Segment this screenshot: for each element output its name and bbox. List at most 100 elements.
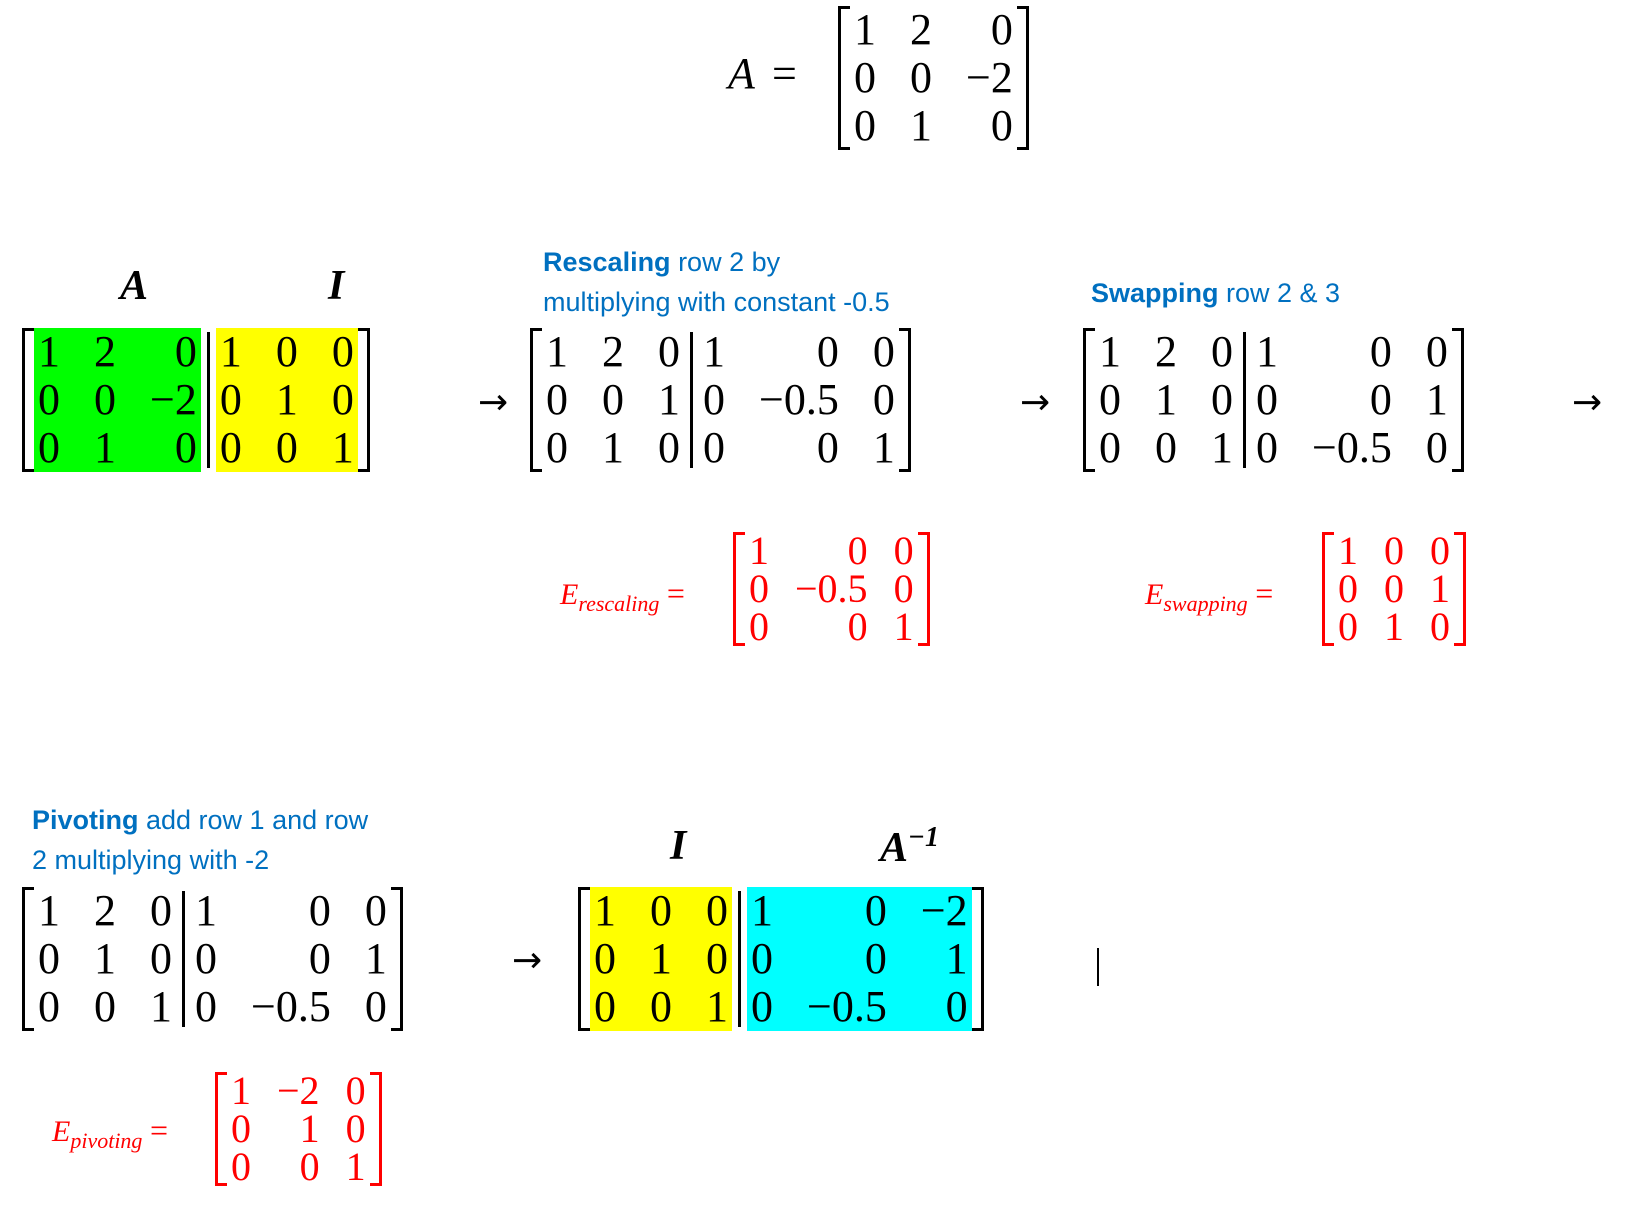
matrix-cell: 1 — [910, 101, 932, 150]
matrix-cell: 0 — [893, 528, 914, 573]
matrix-cell: −0.5 — [795, 566, 868, 611]
matrix-cell: 1 — [1211, 423, 1233, 472]
left-bracket — [1322, 532, 1334, 646]
matrix-cell: 0 — [703, 375, 725, 424]
matrix-cell: 2 — [602, 327, 624, 376]
label-i-final: I — [670, 823, 687, 869]
matrix-cell: 0 — [275, 423, 298, 472]
e-symbol: E — [52, 1115, 71, 1148]
matrix-cell: 0 — [38, 423, 60, 472]
swapping-bold: Swapping — [1091, 278, 1219, 308]
matrix-cell: 2 — [94, 327, 116, 376]
right-bracket — [369, 1072, 382, 1186]
matrix-cell: 1 — [1338, 528, 1358, 573]
matrix-cell: 1 — [364, 934, 387, 983]
matrix-cell: 1 — [195, 886, 217, 935]
left-bracket — [22, 887, 34, 1031]
label-a: A — [120, 263, 149, 309]
matrix-cell: 0 — [658, 327, 680, 376]
e-subscript: pivoting — [70, 1128, 143, 1153]
augment-divider — [1243, 332, 1246, 468]
matrix-cell: 0 — [331, 327, 354, 376]
matrix-cell: 0 — [308, 886, 331, 935]
matrix-cell: −0.5 — [251, 982, 331, 1031]
matrix-cell: 0 — [1211, 327, 1233, 376]
arrow-icon: → — [1020, 382, 1051, 423]
right-bracket — [1451, 328, 1464, 472]
matrix-cell: 2 — [94, 886, 116, 935]
arrow-icon: → — [478, 382, 509, 423]
matrix-cell: 1 — [706, 982, 728, 1031]
matrix-cell: 0 — [150, 934, 172, 983]
arrow-icon: → — [512, 940, 543, 981]
matrix-cell: 1 — [345, 1144, 366, 1189]
matrix-cell: 0 — [847, 604, 868, 649]
swapping-note: Swapping row 2 & 3 — [1091, 273, 1340, 313]
matrix-cell: 0 — [1430, 528, 1450, 573]
matrix-cell: 0 — [331, 375, 354, 424]
matrix-cell: 1 — [1155, 375, 1177, 424]
left-bracket — [22, 328, 34, 472]
matrix-cell: 0 — [38, 375, 60, 424]
matrix-cell: 1 — [650, 934, 672, 983]
matrix-cell: 0 — [1256, 423, 1278, 472]
matrix-cell: 0 — [364, 982, 387, 1031]
matrix-cell: 1 — [94, 934, 116, 983]
matrix-cell: 0 — [1256, 375, 1278, 424]
matrix-cell: 0 — [1155, 423, 1177, 472]
matrix-cell: 0 — [174, 423, 197, 472]
matrix-cell: 0 — [751, 982, 773, 1031]
matrix-cell: 1 — [658, 375, 680, 424]
left-bracket — [838, 6, 850, 150]
inverse-superscript: −1 — [908, 822, 939, 853]
matrix-cell: 1 — [751, 886, 773, 935]
matrix-cell: −2 — [277, 1068, 320, 1113]
right-bracket — [357, 328, 370, 472]
matrix-cell: 1 — [749, 528, 769, 573]
matrix-cell: 0 — [1338, 604, 1358, 649]
matrix-cell: 0 — [308, 934, 331, 983]
matrix-cell: −0.5 — [807, 982, 887, 1031]
pivoting-text: add row 1 and row — [138, 805, 369, 835]
augment-divider — [206, 332, 210, 468]
matrix-cell: 0 — [94, 375, 116, 424]
rescaling-text: row 2 by — [670, 247, 781, 277]
matrix-cell: 0 — [275, 327, 298, 376]
matrix-cell: 1 — [219, 327, 242, 376]
arrow-icon: → — [1572, 382, 1603, 423]
matrix-cell: 1 — [1256, 327, 1278, 376]
label-i: I — [328, 263, 345, 309]
matrix-cell: 0 — [749, 566, 769, 611]
swapping-text: row 2 & 3 — [1218, 278, 1341, 308]
matrix-cell: 1 — [546, 327, 568, 376]
matrix-cell: 0 — [706, 886, 728, 935]
a-symbol: A — [880, 825, 909, 871]
matrix-cell: 0 — [231, 1106, 251, 1151]
matrix-cell: 0 — [219, 423, 242, 472]
pivoting-note: Pivoting add row 1 and row 2 multiplying… — [32, 800, 368, 880]
matrix-cell: 0 — [1211, 375, 1233, 424]
matrix-cell: 1 — [1384, 604, 1404, 649]
matrix-cell: 0 — [910, 53, 932, 102]
matrix-cell: 0 — [219, 375, 242, 424]
augment-divider — [182, 891, 185, 1027]
matrix-cell: 2 — [1155, 327, 1177, 376]
matrix-cell: 1 — [94, 423, 116, 472]
matrix-cell: −2 — [966, 53, 1013, 102]
right-bracket — [898, 328, 911, 472]
matrix-cell: 0 — [38, 982, 60, 1031]
right-bracket — [971, 887, 984, 1031]
matrix-cell: 0 — [847, 528, 868, 573]
matrix-cell: 0 — [345, 1106, 366, 1151]
